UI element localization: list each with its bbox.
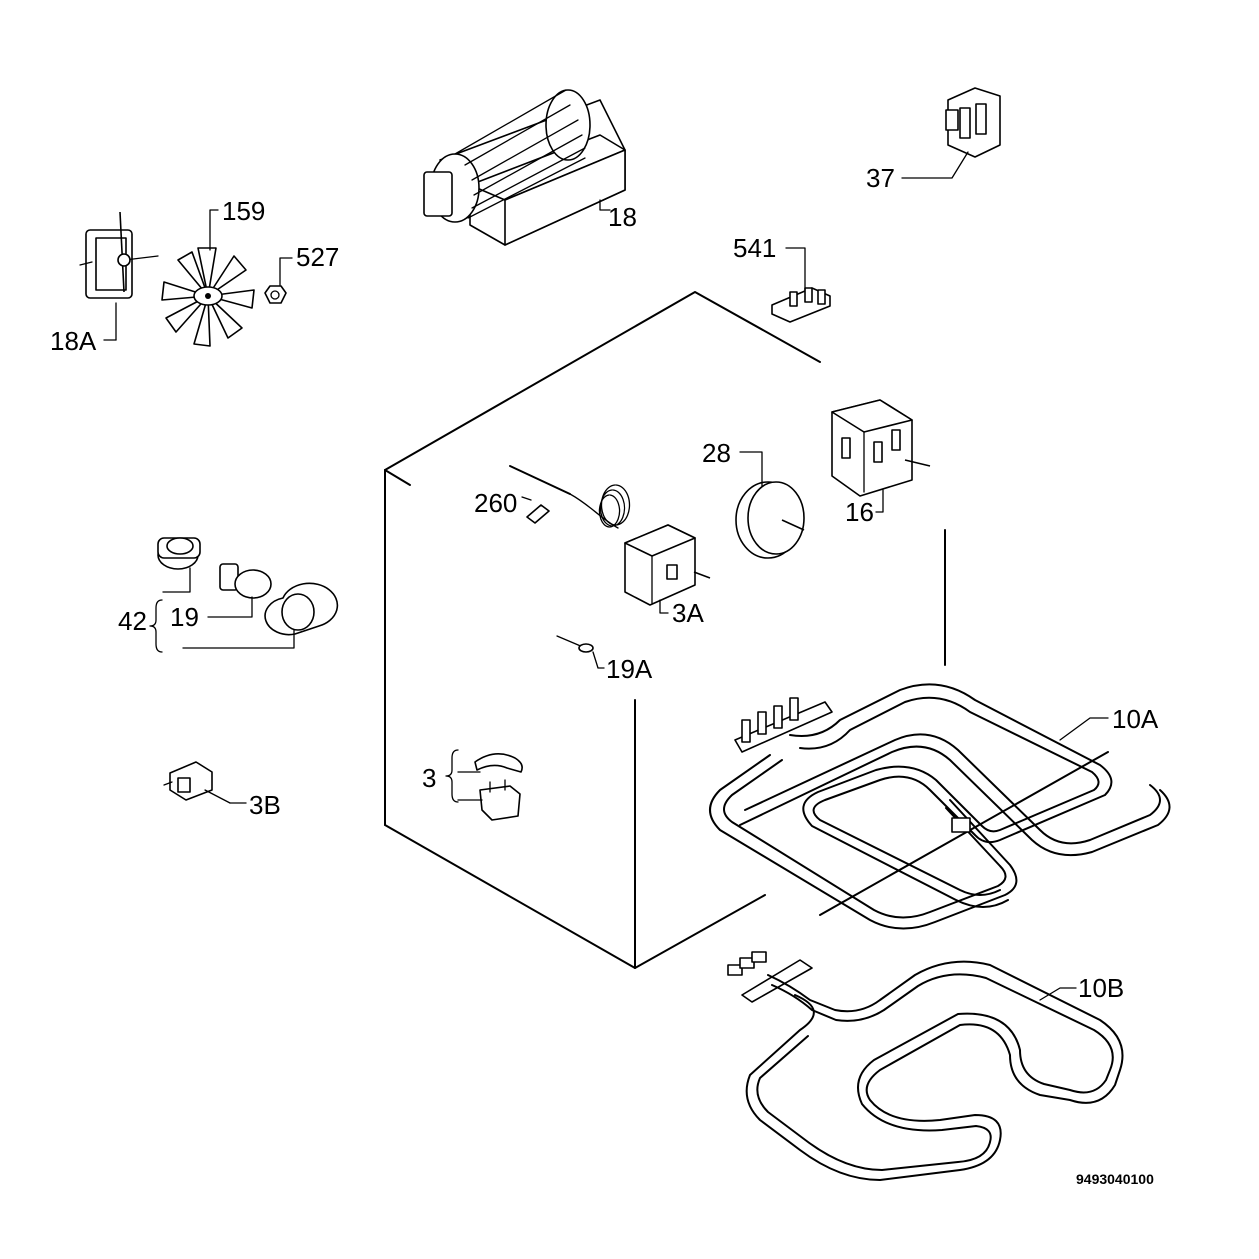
lower-heating-element: [727, 951, 1124, 1181]
connector-block-37: [901, 87, 1001, 179]
safety-thermostat: [163, 761, 247, 804]
callout-3: 3: [422, 763, 436, 793]
upper-heating-element: [709, 683, 1171, 930]
oven-lamp-assembly: [149, 537, 339, 653]
callout-16: 16: [845, 497, 874, 527]
leader-159: [209, 209, 219, 251]
callout-541: 541: [733, 233, 776, 263]
callout-28: 28: [702, 438, 731, 468]
fan-motor-small: [79, 211, 159, 341]
energy-regulator: [735, 451, 805, 559]
callout-42: 42: [118, 606, 147, 636]
callout-3B: 3B: [249, 790, 281, 820]
callout-19: 19: [170, 602, 199, 632]
selector-switch: [831, 399, 931, 513]
callout-37: 37: [866, 163, 895, 193]
oven-cavity-outline: [384, 291, 946, 969]
callout-159: 159: [222, 196, 265, 226]
callout-10B: 10B: [1078, 973, 1124, 1003]
temperature-sensor: [556, 635, 605, 669]
clip-set: [445, 749, 523, 821]
tangential-fan-assembly: [423, 89, 626, 246]
callout-18A: 18A: [50, 326, 97, 356]
thermostat-with-capillary: [509, 465, 711, 614]
callout-10A: 10A: [1112, 704, 1159, 734]
terminal-block-541: [771, 247, 831, 323]
nut: [264, 257, 293, 304]
diagram-reference-code: 9493040100: [1076, 1171, 1154, 1187]
callout-260: 260: [474, 488, 517, 518]
callout-527: 527: [296, 242, 339, 272]
callout-18: 18: [608, 202, 637, 232]
fan-blade: [161, 247, 255, 347]
callout-19A: 19A: [606, 654, 653, 684]
callout-3A: 3A: [672, 598, 704, 628]
